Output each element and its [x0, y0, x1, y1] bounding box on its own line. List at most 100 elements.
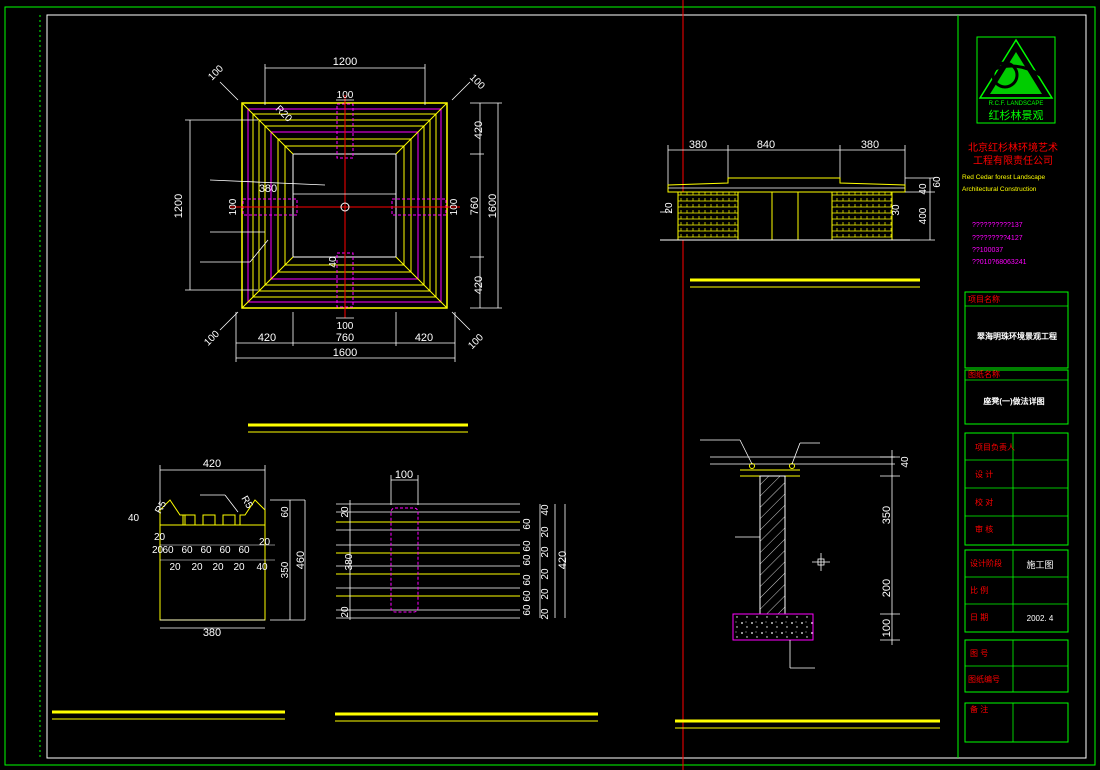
plan-view [185, 64, 502, 433]
plan-dim-bottom-inner: 100 [337, 321, 354, 332]
detail-dim-350: 350 [881, 506, 893, 524]
scale-label: 比 例 [970, 585, 988, 595]
slat-section [52, 465, 306, 720]
slat-chamfer-left: R5 [153, 499, 169, 516]
slatplan-col1-1: 60 [522, 518, 533, 530]
date-label: 日 期 [970, 613, 988, 622]
plan-dim-left-overall: 1200 [173, 194, 185, 218]
drawing-name: 座凳(一)做法详图 [982, 396, 1044, 406]
sheet-label: 图纸编号 [968, 674, 1000, 684]
sign-row-2: 设 计 [975, 469, 993, 479]
slatplan-col1-3: 60 [522, 554, 533, 566]
title-block [964, 36, 1069, 743]
stage-value: 施工图 [1026, 559, 1053, 570]
slat-gap-5: 60 [238, 545, 250, 556]
slatplan-col2-3: 20 [540, 546, 551, 558]
slatplan-dim-right-overall: 420 [557, 551, 569, 569]
slat-gap-edge-left: 20 [152, 545, 164, 556]
slatplan-col1-4: 60 [522, 574, 533, 586]
plan-dim-bottom-mid: 760 [336, 332, 354, 344]
plan-dim-chamfer-tr: 100 [467, 72, 487, 92]
plan-dim-inner-left-post: 100 [228, 198, 239, 215]
slatplan-dim-left-bottom: 20 [340, 606, 351, 618]
elev-dim-left-small: 20 [664, 202, 675, 214]
project-label: 项目名称 [968, 294, 1000, 304]
slatplan-col1-5: 60 [522, 590, 533, 602]
plan-dim-inner-right-post: 100 [449, 198, 460, 215]
slatplan-col2-5: 20 [540, 588, 551, 600]
slat-width-2: 20 [191, 562, 203, 573]
detail-section [675, 439, 940, 729]
plan-dim-bottom-left: 420 [258, 332, 276, 344]
slat-gap-2: 60 [181, 545, 193, 556]
slatplan-dim-top: 100 [395, 469, 413, 481]
plan-dim-right-mid: 760 [469, 197, 481, 215]
slatplan-col2-2: 20 [540, 526, 551, 538]
company-info-line-1: ??????????137 [972, 222, 1023, 229]
elev-dim-h40: 40 [918, 183, 929, 195]
slat-gap-edge-right: 20 [259, 537, 271, 548]
project-name: 翠海明珠环境景观工程 [977, 331, 1057, 341]
inner-border [46, 14, 1087, 759]
company-info-line-3: ??100037 [972, 247, 1003, 254]
plan-dim-bottom-overall: 1600 [333, 347, 357, 359]
company-name-cn-2: 工程有限责任公司 [973, 154, 1053, 167]
drawing-label: 图纸名称 [968, 369, 1000, 379]
remarks-label: 备 注 [970, 704, 988, 714]
elevation-view [660, 145, 935, 288]
slatplan-dim-left-mid: 380 [344, 553, 355, 570]
slat-dim-right-60: 60 [280, 506, 291, 518]
sign-row-1: 项目负责人 [975, 442, 1015, 452]
stage-label: 设计阶段 [970, 558, 1002, 568]
elev-dim-right: 380 [861, 139, 879, 151]
slat-width-3: 20 [212, 562, 224, 573]
plan-dim-chamfer-br: 100 [466, 332, 486, 352]
slatplan-col1-2: 60 [522, 540, 533, 552]
slat-gap-4: 60 [219, 545, 231, 556]
slatplan-col2-6: 20 [540, 608, 551, 620]
company-name-cn-1: 北京红杉林环境艺术 [968, 141, 1058, 154]
slatplan-col1-6: 60 [522, 604, 533, 616]
slat-width-4: 20 [233, 562, 245, 573]
detail-dim-200: 200 [881, 579, 893, 597]
sign-row-3: 校 对 [975, 497, 993, 507]
company-info-line-4: ??010?68063241 [972, 259, 1027, 266]
logo-name: 红杉林景观 [989, 108, 1044, 122]
slat-gap-1: 60 [162, 545, 174, 556]
number-label: 图 号 [970, 649, 988, 658]
slat-width-1: 20 [169, 562, 181, 573]
plan-dim-bottom-right: 420 [415, 332, 433, 344]
logo-caption: R.C.F. LANDSCAPE [989, 101, 1044, 107]
plan-dim-chamfer-tl: 100 [206, 63, 226, 83]
plan-dim-inner-bottom: 40 [328, 256, 339, 268]
plan-dim-top-inner: 100 [337, 90, 354, 101]
slat-dim-left-20: 20 [154, 532, 166, 543]
slat-dim-left-40: 40 [128, 513, 140, 524]
elev-dim-left: 380 [689, 139, 707, 151]
detail-dim-40: 40 [900, 456, 911, 468]
plan-dim-top-overall: 1200 [333, 56, 357, 68]
plan-diag-label: R20 [273, 104, 294, 125]
elev-dim-h400: 400 [918, 207, 929, 224]
slat-dim-top: 420 [203, 458, 221, 470]
slatplan-col2-1: 40 [540, 504, 551, 516]
elev-dim-h60: 60 [932, 176, 943, 188]
slat-dim-right-460: 460 [295, 551, 307, 569]
outer-border [4, 6, 1096, 766]
company-logo [976, 36, 1056, 124]
elev-dim-h30: 30 [891, 204, 902, 216]
plan-dim-right-bottom: 420 [473, 276, 485, 294]
slat-dim-right-350: 350 [280, 561, 291, 578]
company-name-en-2: Architectural Construction [962, 186, 1037, 193]
slat-dim-bottom: 380 [203, 627, 221, 639]
slat-edge: 40 [256, 562, 268, 573]
slat-plan [335, 475, 598, 722]
sign-row-4: 审 核 [975, 524, 993, 534]
company-info-line-2: ?????????4127 [972, 235, 1023, 242]
detail-dim-100: 100 [881, 619, 893, 637]
slatplan-col2-4: 20 [540, 568, 551, 580]
plan-dim-inner-width: 380 [259, 183, 277, 195]
company-name-en-1: Red Cedar forest Landscape [962, 174, 1045, 181]
plan-dim-chamfer-bl: 100 [202, 328, 222, 348]
